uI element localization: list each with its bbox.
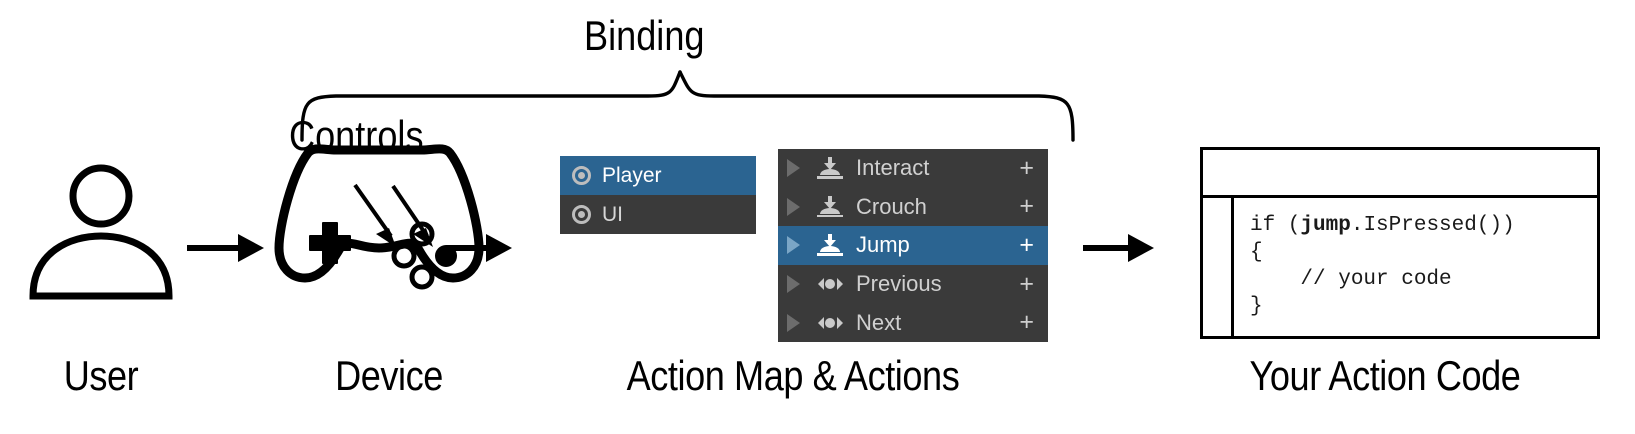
button-action-icon <box>817 195 843 218</box>
arrow-device-to-actions <box>446 234 512 262</box>
button-action-icon <box>817 234 843 256</box>
action-label: Interact <box>856 155 930 181</box>
controls-label: Controls <box>289 112 424 159</box>
add-binding-button[interactable]: + <box>1019 269 1034 298</box>
arrow-actions-to-code <box>1083 234 1154 262</box>
stage-label-action-map: Action Map & Actions <box>626 352 960 399</box>
action-label: Crouch <box>856 193 927 219</box>
code-line-2: { <box>1250 241 1263 264</box>
value-action-icon <box>817 273 843 295</box>
action-map-row-player[interactable]: Player <box>560 156 756 195</box>
code-line-1-pre: if ( <box>1250 214 1301 237</box>
add-binding-button[interactable]: + <box>1019 230 1034 259</box>
action-map-panel[interactable]: Player UI <box>560 156 756 234</box>
code-line-1-bold: jump <box>1300 214 1351 237</box>
code-line-1-post: .IsPressed()) <box>1350 214 1515 237</box>
action-label: Previous <box>856 271 942 297</box>
gamepad-icon <box>274 144 484 290</box>
action-map-row-ui[interactable]: UI <box>560 195 756 234</box>
action-row-previous[interactable]: Previous + <box>778 265 1048 304</box>
action-row-next[interactable]: Next + <box>778 303 1048 342</box>
code-line-3: // your code <box>1250 268 1452 291</box>
stage-label-code: Your Action Code <box>1249 352 1521 399</box>
controls-arrow-left <box>353 183 396 247</box>
add-binding-button[interactable]: + <box>1019 192 1034 221</box>
action-label: Next <box>856 309 902 335</box>
chevron-right-icon[interactable] <box>787 313 800 332</box>
code-window-body: if (jump.IsPressed()) { // your code } <box>1203 198 1597 336</box>
code-window[interactable]: if (jump.IsPressed()) { // your code } <box>1200 147 1600 339</box>
action-row-jump[interactable]: Jump + <box>778 226 1048 265</box>
action-map-label: UI <box>602 203 623 226</box>
stage-label-user: User <box>63 352 139 399</box>
chevron-right-icon[interactable] <box>787 159 800 178</box>
add-binding-button[interactable]: + <box>1019 153 1034 182</box>
chevron-right-icon[interactable] <box>787 236 800 255</box>
code-window-titlebar <box>1203 150 1597 198</box>
action-map-icon <box>572 166 591 185</box>
action-row-crouch[interactable]: Crouch + <box>778 188 1048 227</box>
actions-panel[interactable]: Interact + Crouch + Jump + Previous <box>778 149 1048 342</box>
code-line-4: } <box>1250 295 1263 318</box>
user-icon <box>29 164 173 300</box>
button-action-icon <box>817 157 843 179</box>
arrow-user-to-device <box>187 234 264 262</box>
action-map-label: Player <box>602 164 662 187</box>
code-gutter <box>1203 198 1234 336</box>
value-action-icon <box>817 312 843 334</box>
controls-arrow-right <box>391 184 433 247</box>
chevron-right-icon[interactable] <box>787 275 800 294</box>
chevron-right-icon[interactable] <box>787 197 800 216</box>
code-text[interactable]: if (jump.IsPressed()) { // your code } <box>1234 198 1597 336</box>
binding-label: Binding <box>584 12 705 59</box>
action-map-icon <box>572 205 591 224</box>
add-binding-button[interactable]: + <box>1019 308 1034 337</box>
action-label: Jump <box>856 232 910 258</box>
action-row-interact[interactable]: Interact + <box>778 149 1048 188</box>
stage-label-device: Device <box>335 352 443 399</box>
